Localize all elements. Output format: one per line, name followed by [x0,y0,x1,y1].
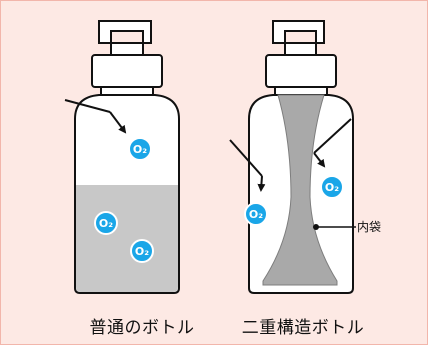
svg-text:O₂: O₂ [99,217,113,230]
bottle-neck [274,86,328,96]
air-arrow [313,118,352,154]
svg-text:O₂: O₂ [325,181,339,194]
double-structure-bottle: O₂ O₂ 内袋 [229,20,381,294]
air-arrow [229,139,263,177]
oxygen-bubble: O₂ [130,239,154,263]
bottle-neck [100,86,154,96]
svg-text:O₂: O₂ [249,208,263,221]
pump-stem [110,42,144,56]
pump-stem [284,42,317,56]
double-structure-bottle-caption: 二重構造ボトル [241,318,365,338]
svg-text:O₂: O₂ [133,143,147,156]
oxygen-bubble: O₂ [128,137,152,161]
pump-nozzle [98,20,152,44]
svg-text:O₂: O₂ [135,245,149,258]
oxygen-bubble: O₂ [244,202,268,226]
inner-bag [262,94,338,286]
inner-bag-label: 内袋 [357,220,381,234]
oxygen-bubble: O₂ [320,175,344,199]
bottle-cap [91,54,163,88]
air-arrow-tip [313,152,326,168]
bottle-cap [265,54,337,88]
pump-nozzle [272,20,325,44]
ordinary-bottle: O₂ O₂ O₂ [64,20,180,294]
oxygen-bubble: O₂ [94,211,118,235]
air-arrow-tip [257,175,266,192]
air-arrow-tip [109,111,127,134]
air-arrow [64,99,111,113]
ordinary-bottle-caption: 普通のボトル [89,318,195,338]
liquid [76,185,178,292]
